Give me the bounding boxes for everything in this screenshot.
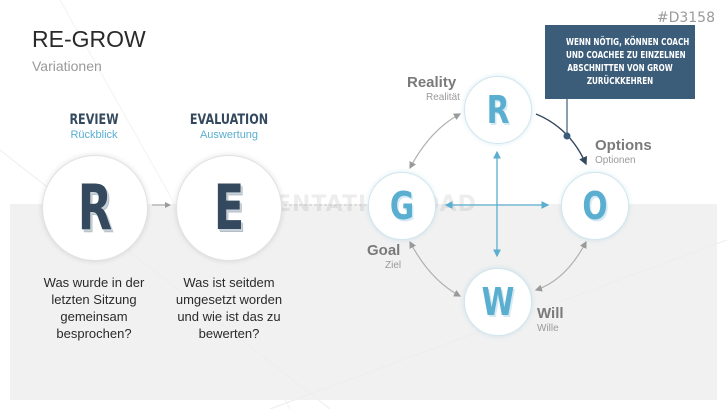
- evaluation-circle: E: [176, 155, 282, 261]
- will-sublabel: Wille: [537, 323, 559, 334]
- evaluation-description: Was ist seitdem umgesetzt worden und wie…: [159, 274, 299, 342]
- arc-goal-reality: [409, 113, 462, 170]
- goal-letter: G: [389, 184, 415, 228]
- evaluation-letter: E: [213, 171, 245, 244]
- goal-sublabel: Ziel: [385, 260, 402, 271]
- evaluation-subheading: Auswertung: [199, 129, 259, 141]
- will-label: Will: [537, 305, 564, 322]
- evaluation-desc-line: und wie ist das zu: [177, 309, 281, 324]
- page-subtitle: Variationen: [32, 58, 102, 74]
- review-description: Was wurde in der letzten Sitzung gemeins…: [24, 274, 164, 342]
- review-desc-line: letzten Sitzung: [51, 292, 137, 307]
- reality-sublabel: Realität: [426, 92, 460, 103]
- arc-options-will: [534, 240, 587, 292]
- evaluation-heading-group: EVALUATION Auswertung: [164, 112, 294, 141]
- reality-letter: R: [486, 88, 510, 132]
- callout-line: ABSCHNITTEN VON GROW: [567, 63, 673, 74]
- evaluation-heading: EVALUATION: [189, 112, 269, 128]
- evaluation-desc-line: bewerten?: [198, 326, 260, 341]
- review-letter: R: [77, 171, 113, 244]
- review-circle: R: [42, 155, 148, 261]
- arc-reality-options: [535, 113, 587, 166]
- reality-label: Reality: [407, 74, 457, 91]
- page-title: RE-GROW: [32, 26, 146, 52]
- arc-goal-will: [409, 240, 462, 297]
- review-subheading: Rückblick: [70, 129, 118, 141]
- review-desc-line: besprochen?: [56, 326, 132, 341]
- will-letter: W: [481, 280, 515, 324]
- callout-dot: [563, 132, 571, 140]
- reality-circle: R: [464, 76, 532, 144]
- goal-label: Goal: [367, 242, 401, 259]
- callout-box: WENN NÖTIG, KÖNNEN COACH UND COACHEE ZU …: [545, 25, 695, 99]
- callout-line: UND COACHEE ZU EINZELNEN: [566, 50, 686, 61]
- evaluation-desc-line: Was ist seitdem: [183, 275, 275, 290]
- callout-line: WENN NÖTIG, KÖNNEN COACH: [566, 37, 690, 48]
- goal-circle: G: [368, 172, 436, 240]
- slide-id: #D3158: [656, 10, 715, 26]
- review-desc-line: gemeinsam: [60, 309, 128, 324]
- options-circle: O: [561, 172, 629, 240]
- evaluation-desc-line: umgesetzt worden: [175, 292, 283, 307]
- will-circle: W: [464, 268, 532, 336]
- review-heading-group: REVIEW Rückblick: [29, 112, 159, 141]
- review-heading: REVIEW: [69, 112, 119, 128]
- callout-line: ZURÜCKKEHREN: [586, 76, 654, 87]
- options-label: Options: [595, 137, 652, 154]
- options-letter: O: [582, 184, 608, 228]
- review-desc-line: Was wurde in der: [43, 275, 145, 290]
- options-sublabel: Optionen: [595, 155, 636, 166]
